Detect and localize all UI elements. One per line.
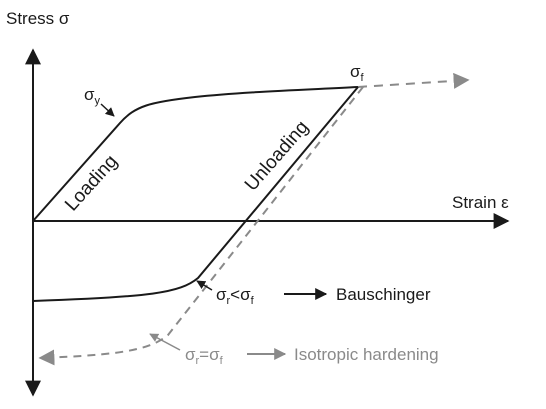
bauschinger-relation: σr<σf	[216, 285, 255, 307]
yield-stress-label: σy	[84, 85, 101, 107]
yield-pointer	[100, 103, 115, 117]
loading-curve	[32, 86, 359, 222]
loading-label: Loading	[61, 151, 122, 215]
y-axis-label: Stress σ	[6, 9, 70, 28]
bauschinger-pointer	[196, 280, 213, 291]
isotropic-dashed-path	[38, 86, 364, 366]
unloading-curve	[32, 86, 359, 302]
final-stress-label: σf	[350, 62, 365, 84]
bauschinger-label: Bauschinger	[336, 285, 431, 304]
isotropic-pointer	[149, 333, 181, 351]
isotropic-label: Isotropic hardening	[294, 345, 439, 364]
isotropic-relation: σr=σf	[185, 345, 224, 367]
continuation-dashed	[357, 72, 470, 89]
x-axis-label: Strain ε	[452, 193, 509, 212]
